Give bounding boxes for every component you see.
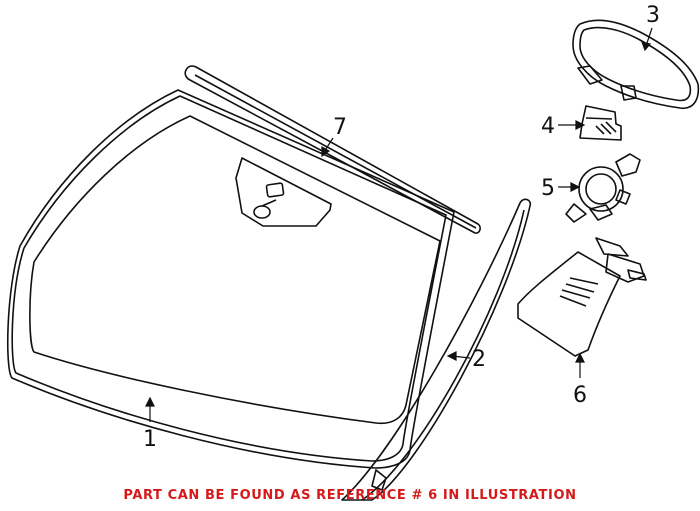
cover-rib-2 xyxy=(562,290,590,298)
bracket-hatch-4 xyxy=(586,118,612,119)
sensor-area-outline xyxy=(236,158,331,226)
top-molding xyxy=(185,66,480,233)
sensor-face xyxy=(586,174,616,204)
mirror-bracket xyxy=(580,106,621,140)
windshield-ceramic-border xyxy=(30,116,440,423)
top-molding-strip xyxy=(185,66,480,233)
arrowhead-3 xyxy=(641,41,652,52)
mirror-mount xyxy=(578,66,602,84)
rain-sensor xyxy=(566,154,640,222)
bracket-plate xyxy=(580,106,621,140)
cover-pin xyxy=(628,270,646,280)
mirror-glass xyxy=(580,28,690,101)
windshield xyxy=(8,90,454,468)
callout-7: 7 xyxy=(333,115,347,140)
callout-3: 3 xyxy=(646,3,660,28)
sensor-area-divider xyxy=(262,200,276,206)
callout-1: 1 xyxy=(143,427,157,452)
rear-view-mirror xyxy=(573,20,698,108)
side-molding-clip xyxy=(372,470,386,490)
callout-leaders xyxy=(145,27,653,422)
sensor-cover xyxy=(518,238,646,356)
bracket-hatch-1 xyxy=(596,126,604,134)
sensor-lens xyxy=(254,206,270,218)
sensor-tab xyxy=(566,204,586,222)
mirror-housing xyxy=(573,20,698,108)
top-molding-edge xyxy=(195,75,476,228)
callout-2: 2 xyxy=(472,347,486,372)
cover-rib-1 xyxy=(560,296,586,306)
arrowhead-6 xyxy=(575,352,585,363)
sensor-body xyxy=(579,167,623,211)
cover-clip-top xyxy=(596,238,628,256)
arrowhead-7 xyxy=(321,145,331,158)
cover-body xyxy=(518,252,620,356)
callout-6: 6 xyxy=(573,383,587,408)
callout-4: 4 xyxy=(541,114,555,139)
arrowhead-1 xyxy=(145,396,155,407)
sensor-side-clip xyxy=(616,190,630,204)
sensor-window xyxy=(266,183,284,197)
arrowhead-4 xyxy=(575,120,586,130)
side-molding xyxy=(342,199,530,500)
sensor-plug xyxy=(616,154,640,176)
sensor-lower-clip xyxy=(590,205,612,220)
reference-note: PART CAN BE FOUND AS REFERENCE # 6 IN IL… xyxy=(123,488,577,503)
windshield-inner-edge xyxy=(12,96,446,461)
arrowhead-5 xyxy=(570,182,581,192)
bracket-hatch-2 xyxy=(601,124,611,134)
arrowhead-2 xyxy=(446,351,457,361)
cover-rib-3 xyxy=(566,284,594,292)
cover-rib-4 xyxy=(570,278,598,284)
side-molding-strip xyxy=(342,199,530,500)
mirror-connector xyxy=(621,86,636,100)
cover-clip-mount xyxy=(606,254,644,282)
bracket-hatch-3 xyxy=(606,122,616,132)
windshield-outer-edge xyxy=(8,90,454,468)
callout-5: 5 xyxy=(541,176,555,201)
